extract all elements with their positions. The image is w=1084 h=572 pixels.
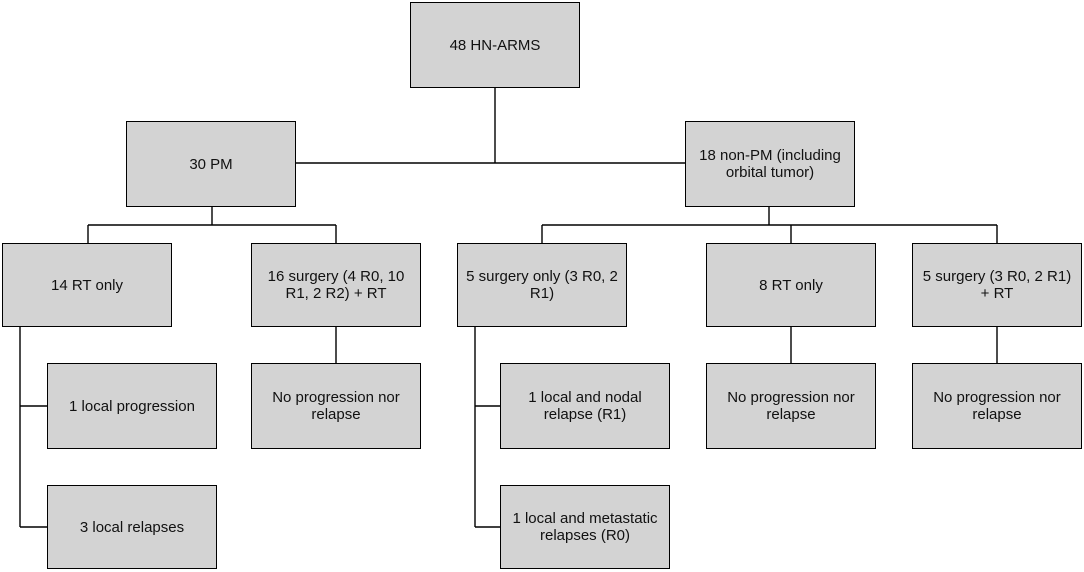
root-box: 48 HN-ARMS [410,2,580,88]
outcome-npm-surgery-rt-box: No progression nor relapse [912,363,1082,449]
npm-surgery-only-box: 5 surgery only (3 R0, 2 R1) [457,243,627,327]
outcome-npm-surgery-rt-label: No progression nor relapse [933,389,1061,423]
outcome-local-metastatic-label: 1 local and metastatic relapses (R0) [512,510,658,544]
outcome-npm-rt-only-box: No progression nor relapse [706,363,876,449]
outcome-local-nodal-label: 1 local and nodal relapse (R1) [528,389,642,423]
pm-rt-only-label: 14 RT only [51,276,123,294]
outcome-local-progression-box: 1 local progression [47,363,217,449]
npm-rt-only-box: 8 RT only [706,243,876,327]
root-label: 48 HN-ARMS [449,36,541,54]
pm-surgery-rt-label: 16 surgery (4 R0, 10 R1, 2 R2) + RT [267,268,405,302]
npm-surgery-rt-label: 5 surgery (3 R0, 2 R1) + RT [922,268,1072,302]
outcome-pm-surgery-rt-box: No progression nor relapse [251,363,421,449]
npm-surgery-only-label: 5 surgery only (3 R0, 2 R1) [466,268,618,302]
outcome-local-progression-label: 1 local progression [69,397,195,415]
pm-rt-only-box: 14 RT only [2,243,172,327]
pm-box: 30 PM [126,121,296,207]
outcome-local-metastatic-box: 1 local and metastatic relapses (R0) [500,485,670,569]
outcome-npm-rt-only-label: No progression nor relapse [727,389,855,423]
npm-surgery-rt-box: 5 surgery (3 R0, 2 R1) + RT [912,243,1082,327]
non-pm-box: 18 non-PM (including orbital tumor) [685,121,855,207]
npm-rt-only-label: 8 RT only [759,276,823,294]
outcome-local-relapses-box: 3 local relapses [47,485,217,569]
outcome-pm-surgery-rt-label: No progression nor relapse [272,389,400,423]
outcome-local-nodal-box: 1 local and nodal relapse (R1) [500,363,670,449]
non-pm-label: 18 non-PM (including orbital tumor) [699,147,841,181]
pm-surgery-rt-box: 16 surgery (4 R0, 10 R1, 2 R2) + RT [251,243,421,327]
pm-label: 30 PM [189,155,233,173]
outcome-local-relapses-label: 3 local relapses [79,518,185,536]
